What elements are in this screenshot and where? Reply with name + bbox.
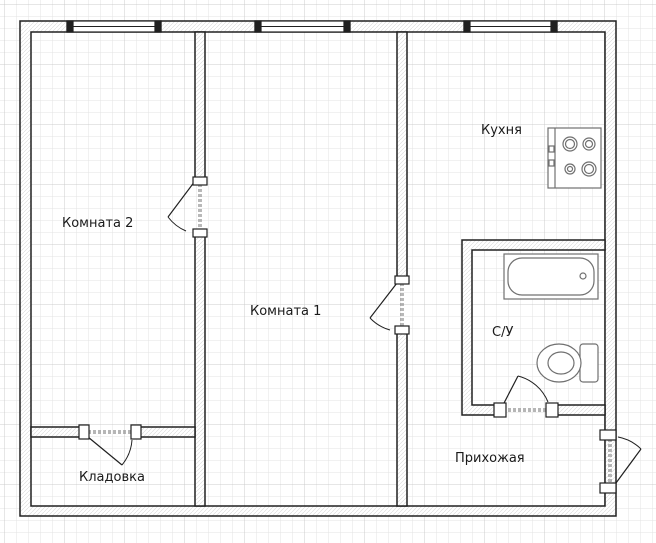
room-label-room1: Комната 1: [250, 304, 321, 319]
wall-room2-storage-right: [134, 426, 196, 438]
wall-bathroom: [461, 239, 606, 416]
door-bathroom: [493, 375, 559, 418]
door-room1: [369, 275, 410, 335]
window-kitchen: [463, 20, 558, 33]
wall-room2-room1-bottom: [194, 232, 206, 507]
room-label-kitchen: Кухня: [481, 123, 522, 138]
room-label-storage: Кладовка: [79, 470, 145, 485]
window-room1: [254, 20, 351, 33]
wall-room2-storage-left: [30, 426, 84, 438]
door-entrance: [599, 429, 642, 494]
door-room2: [167, 176, 208, 238]
doors: [78, 176, 642, 494]
windows: [66, 20, 558, 33]
wall-room1-kitchen-top: [396, 31, 408, 279]
wall-room2-room1-top: [194, 31, 206, 180]
wall-bathroom-bottom-right: [551, 404, 606, 416]
outer-wall: [19, 20, 617, 517]
room-label-hallway: Прихожая: [455, 451, 525, 466]
room-label-bathroom: С/У: [492, 325, 513, 340]
door-storage: [78, 424, 142, 466]
bathtub-icon: [503, 253, 599, 300]
stove-icon: [547, 127, 602, 189]
toilet-icon: [536, 343, 599, 383]
room-label-room2: Комната 2: [62, 216, 133, 231]
window-room2: [66, 20, 162, 33]
wall-room1-kitchen-bottom: [396, 329, 408, 507]
